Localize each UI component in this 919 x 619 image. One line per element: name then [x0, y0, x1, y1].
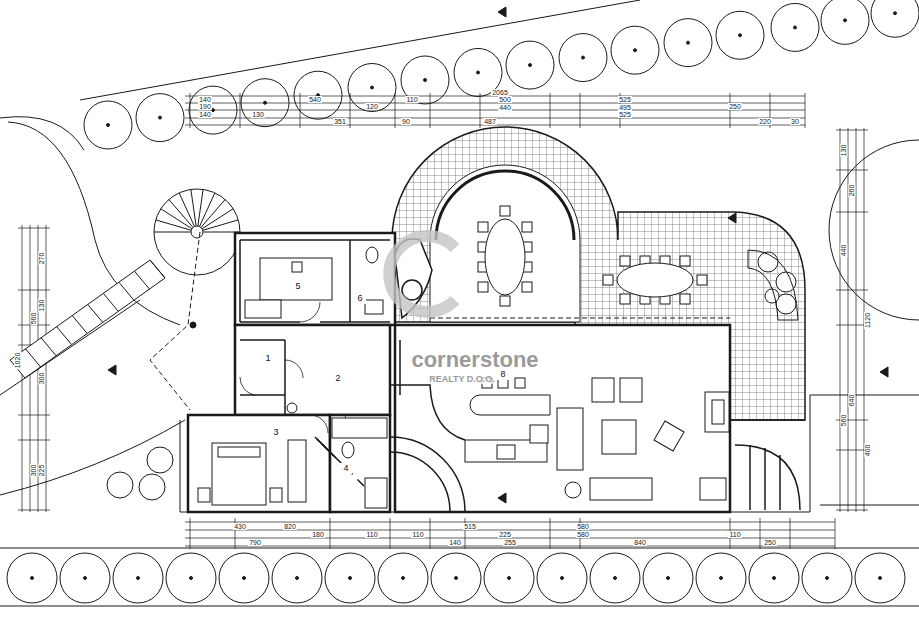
dimension: 487 — [483, 118, 497, 125]
room-number: 1 — [265, 354, 270, 363]
dimension: 140 — [198, 96, 212, 103]
dimension: 300 — [39, 371, 46, 385]
watermark: REALTY D.O.O. — [428, 375, 496, 384]
room: 8 — [497, 369, 508, 380]
dimension: 140 — [198, 111, 212, 118]
inner-walls — [240, 239, 805, 512]
dimension: 190 — [198, 103, 212, 110]
dimension: 495 — [618, 104, 632, 111]
room-number: 3 — [273, 428, 278, 437]
dimension: 440 — [841, 243, 848, 257]
dimension: 540 — [308, 96, 322, 103]
dimension: 225 — [498, 531, 512, 538]
dimension: 820 — [283, 523, 297, 530]
dimension: 180 — [311, 531, 325, 538]
dimension: 30 — [790, 118, 800, 125]
walls — [188, 233, 730, 512]
external-stair — [0, 189, 240, 410]
dimension: 515 — [463, 523, 477, 530]
furniture — [198, 206, 798, 508]
dimension: 130 — [39, 298, 46, 312]
tree-symbols — [7, 0, 919, 603]
dimension: 2065 — [491, 89, 509, 96]
room-number: 8 — [500, 370, 505, 379]
dimension: 130 — [841, 143, 848, 157]
dimension: 130 — [251, 111, 265, 118]
dimension: 90 — [401, 118, 411, 125]
dimension: 225 — [39, 463, 46, 477]
site-boundary — [0, 0, 919, 606]
dimension: 1020 — [14, 351, 21, 369]
dimension: 580 — [576, 531, 590, 538]
dimension-lines — [18, 93, 868, 549]
dimension: 525 — [618, 96, 632, 103]
watermark-logo — [389, 236, 455, 312]
room-number: 4 — [343, 464, 348, 473]
dimension: 500 — [498, 96, 512, 103]
dimension: 110 — [365, 531, 378, 538]
dimension: 440 — [498, 104, 512, 111]
room-number: 2 — [335, 374, 340, 383]
room: 4 — [340, 463, 351, 474]
watermark: cornerstone — [410, 349, 539, 371]
dimension: 790 — [248, 539, 262, 546]
room: 3 — [270, 427, 281, 438]
dimension: 255 — [503, 539, 517, 546]
dimension: 640 — [849, 393, 856, 407]
dimension: 220 — [758, 118, 772, 125]
dimension: 250 — [763, 539, 777, 546]
dimension: 400 — [865, 443, 872, 457]
dimension: 580 — [576, 523, 590, 530]
dimension: 110 — [405, 96, 418, 103]
dimension: 120 — [365, 103, 379, 110]
dimension: 1120 — [865, 311, 872, 328]
room-number: 5 — [295, 282, 300, 291]
dimension: 351 — [333, 118, 347, 125]
dimension: 840 — [633, 539, 647, 546]
dimension: 430 — [233, 523, 247, 530]
room-number: 6 — [357, 294, 362, 303]
dimension: 525 — [618, 111, 632, 118]
dimension: 560 — [841, 413, 848, 427]
dimension: 300 — [31, 463, 38, 477]
dimension: 110 — [411, 531, 424, 538]
section-markers — [108, 7, 888, 503]
room: 1 — [262, 353, 273, 364]
dimension: 250 — [728, 103, 742, 110]
dimension: 260 — [849, 183, 856, 197]
room: 6 — [354, 293, 365, 304]
dimension: 270 — [39, 251, 46, 265]
door-swings — [240, 302, 361, 433]
dimension: 110 — [728, 531, 741, 538]
dimension: 140 — [448, 539, 462, 546]
dimension: 560 — [31, 311, 38, 325]
room: 5 — [292, 281, 303, 292]
room: 2 — [332, 373, 343, 384]
